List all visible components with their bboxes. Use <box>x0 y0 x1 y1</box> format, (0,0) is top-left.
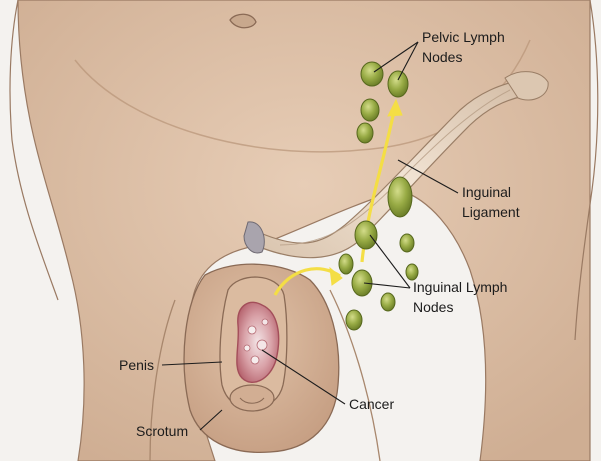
label-ligament-line1: Inguinal <box>462 184 511 200</box>
navel <box>229 13 257 29</box>
pelvic-node <box>356 122 374 144</box>
label-pelvic-nodes-line1: Pelvic Lymph <box>422 29 505 45</box>
inguinal-node <box>354 220 378 250</box>
inguinal-node <box>387 176 413 218</box>
label-inguinal-nodes-line1: Inguinal Lymph <box>413 279 507 295</box>
label-ligament-line2: Ligament <box>462 204 520 220</box>
inguinal-node <box>338 253 354 275</box>
glans <box>229 384 275 412</box>
inguinal-node <box>399 233 415 253</box>
leader-pelvic-1 <box>373 41 419 73</box>
inguinal-lymph-nodes <box>338 176 419 331</box>
torso <box>17 0 591 461</box>
left-thigh-contour <box>149 299 176 461</box>
inguinal-node <box>351 269 373 297</box>
label-scrotum: Scrotum <box>136 423 188 439</box>
pelvic-node <box>360 61 384 87</box>
tumor <box>236 301 280 383</box>
pelvic-node <box>387 70 409 98</box>
inguinal-node <box>380 292 396 312</box>
leader-penis <box>161 361 223 366</box>
leader-inguinal-1 <box>369 234 411 289</box>
leader-cancer <box>261 349 346 405</box>
pelvic-lymph-nodes <box>356 61 409 144</box>
inguinal-node <box>405 263 419 281</box>
right-thigh-contour <box>329 289 381 461</box>
inguinal-node <box>345 309 363 331</box>
label-penis: Penis <box>119 357 154 373</box>
glans-line <box>239 397 265 404</box>
label-inguinal-nodes-line2: Nodes <box>413 299 453 315</box>
label-cancer: Cancer <box>349 396 394 412</box>
leader-inguinal-2 <box>363 282 411 289</box>
pelvic-node <box>360 98 380 122</box>
left-flank-edge <box>9 0 59 301</box>
leader-ligament <box>397 159 459 194</box>
leader-lines <box>161 41 459 431</box>
leader-scrotum <box>199 409 223 431</box>
right-flank-edge <box>574 0 599 341</box>
leader-pelvic-2 <box>397 41 419 81</box>
label-pelvic-nodes-line2: Nodes <box>422 49 462 65</box>
